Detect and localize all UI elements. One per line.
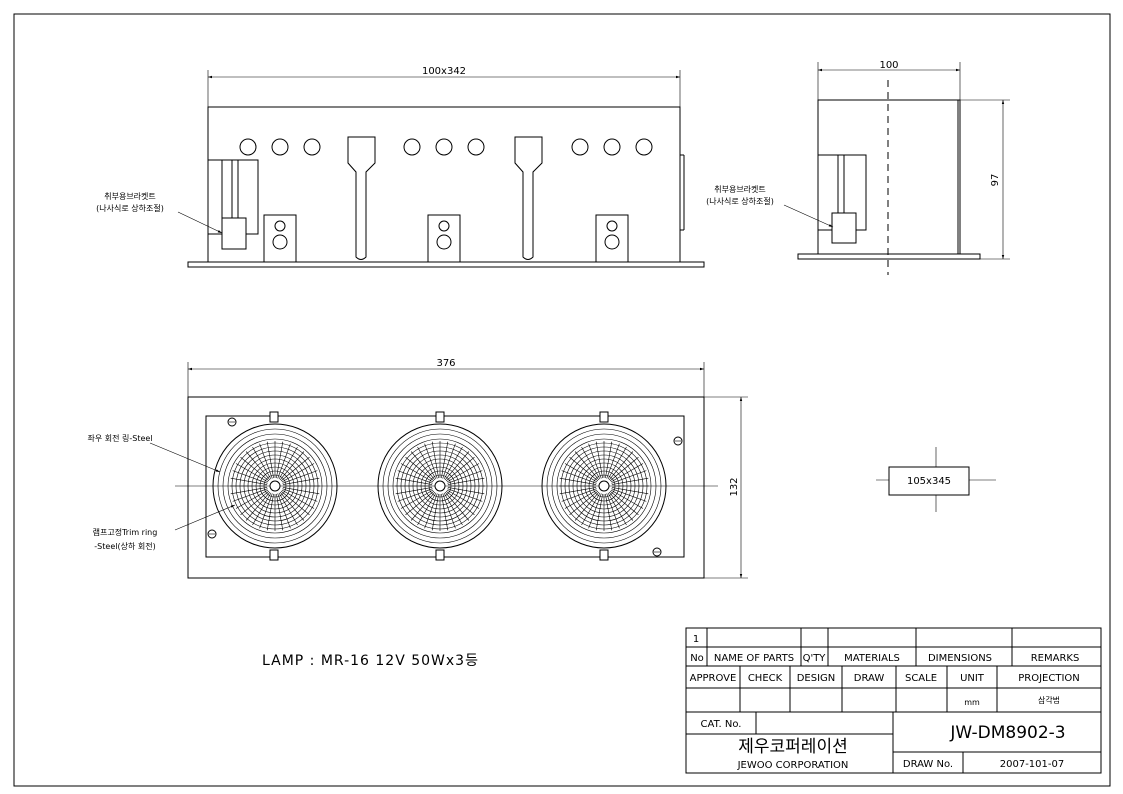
bottom-width-dimension: 376 <box>436 358 455 369</box>
bottom-frame <box>187 396 705 579</box>
projection-label: PROJECTION <box>1018 673 1080 684</box>
design-label: DESIGN <box>797 673 836 684</box>
front-holes <box>239 138 653 156</box>
lamp-spec: LAMP : MR-16 12V 50Wx3등 <box>262 653 479 669</box>
mounting-bracket <box>207 159 259 250</box>
bracket-note-line2: (나사식로 상하조절) <box>96 203 164 213</box>
title-block: 1 No NAME OF PARTS Q'TY MATERIALS DIMENS… <box>685 627 1102 774</box>
approve-label: APPROVE <box>690 673 737 684</box>
side-view: 100 97 취부용브라켓트 (나사식로 상하조절) <box>706 60 1010 275</box>
lamp-reflector <box>212 423 338 549</box>
draw-no-value: 2007-101-07 <box>1000 759 1064 770</box>
header-materials: MATERIALS <box>844 653 900 664</box>
lamp-reflector <box>377 423 503 549</box>
cat-no-label: CAT. No. <box>701 719 742 730</box>
side-bracket-note-line2: (나사식로 상하조절) <box>706 196 774 206</box>
bracket-note-line1: 취부용브라켓트 <box>104 191 156 201</box>
front-width-dimension: 100x342 <box>422 66 466 77</box>
drawing-number: JW-DM8902-3 <box>949 723 1065 743</box>
lamp-reflector <box>541 423 667 549</box>
unit-value: mm <box>964 698 980 707</box>
cutout-symbol: 105x345 <box>876 447 996 512</box>
check-label: CHECK <box>748 673 783 684</box>
draw-no-label: DRAW No. <box>903 759 953 770</box>
header-qty: Q'TY <box>803 653 827 664</box>
side-width-dimension: 100 <box>879 60 898 71</box>
brackets <box>263 214 629 263</box>
side-flange <box>797 253 981 260</box>
scale-label: SCALE <box>905 673 937 684</box>
rotation-ring-note: 좌우 회전 링-Steel <box>87 433 152 443</box>
header-dimensions: DIMENSIONS <box>928 653 992 664</box>
header-name-of-parts: NAME OF PARTS <box>714 653 794 664</box>
side-height-dimension: 97 <box>990 174 1001 187</box>
ring-tabs <box>269 411 609 561</box>
cutout-dimension: 105x345 <box>907 476 951 487</box>
bottom-height-dimension: 132 <box>729 477 740 496</box>
drawing-border <box>13 13 1111 787</box>
trim-ring-note-line1: 램프고정Trim ring <box>93 527 158 537</box>
company-korean: 제우코퍼레이션 <box>738 737 847 757</box>
header-no: No <box>690 653 704 664</box>
front-flange <box>187 261 705 268</box>
front-body <box>207 106 681 263</box>
bottom-opening <box>205 415 685 558</box>
side-bracket-note-line1: 취부용브라켓트 <box>714 184 766 194</box>
bottom-view: 376 132 좌우 회전 링-Steel 램프고정Trim ring -Ste… <box>87 358 748 579</box>
screws <box>207 417 683 557</box>
projection-value: 삼각법 <box>1038 695 1060 705</box>
lamp-group <box>212 423 667 549</box>
draw-label: DRAW <box>854 673 885 684</box>
company-english: JEWOO CORPORATION <box>737 760 849 771</box>
row-number: 1 <box>693 634 699 645</box>
front-view: 100x342 취부용브라켓트 (나사식로 상하조절) <box>96 66 705 268</box>
spring-clips <box>347 136 543 260</box>
trim-ring-note-line2: -Steel(상하 회전) <box>94 541 155 551</box>
header-remarks: REMARKS <box>1031 653 1080 664</box>
unit-label: UNIT <box>960 673 985 684</box>
